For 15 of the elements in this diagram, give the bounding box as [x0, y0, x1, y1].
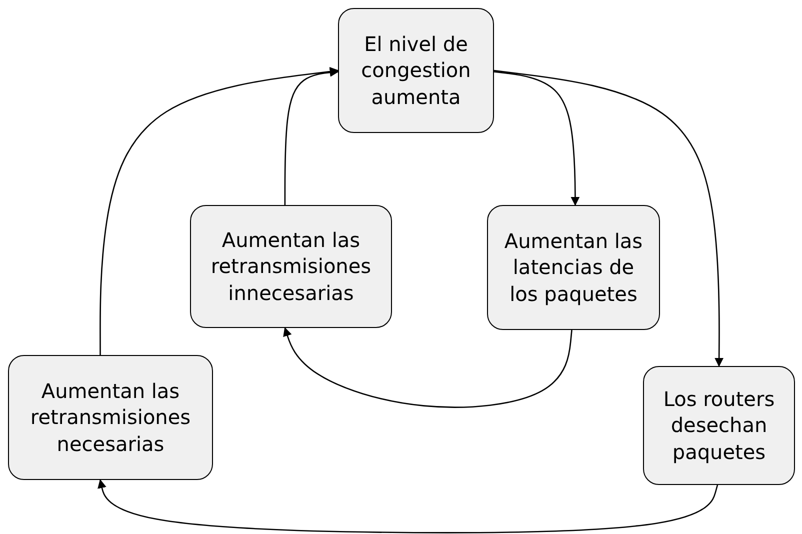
- process-box: [487, 205, 660, 330]
- arrow: [494, 70, 724, 367]
- box-label: Aumentan las retransmisiones necesarias: [29, 378, 192, 458]
- box-label: El nivel de congestion aumenta: [360, 30, 472, 110]
- box-label: Los routers desechan paquetes: [662, 386, 776, 466]
- arrow: [494, 71, 580, 206]
- box-label: Aumentan las latencias de los paquetes: [503, 228, 644, 308]
- process-box: [190, 205, 392, 328]
- arrow: [98, 479, 718, 534]
- process-box: [643, 366, 795, 485]
- process-box: [338, 8, 494, 133]
- arrow: [284, 68, 339, 205]
- arrow: [283, 327, 572, 408]
- process-box: [8, 355, 213, 480]
- box-label: Aumentan las retransmisiones innecesarias: [210, 226, 372, 306]
